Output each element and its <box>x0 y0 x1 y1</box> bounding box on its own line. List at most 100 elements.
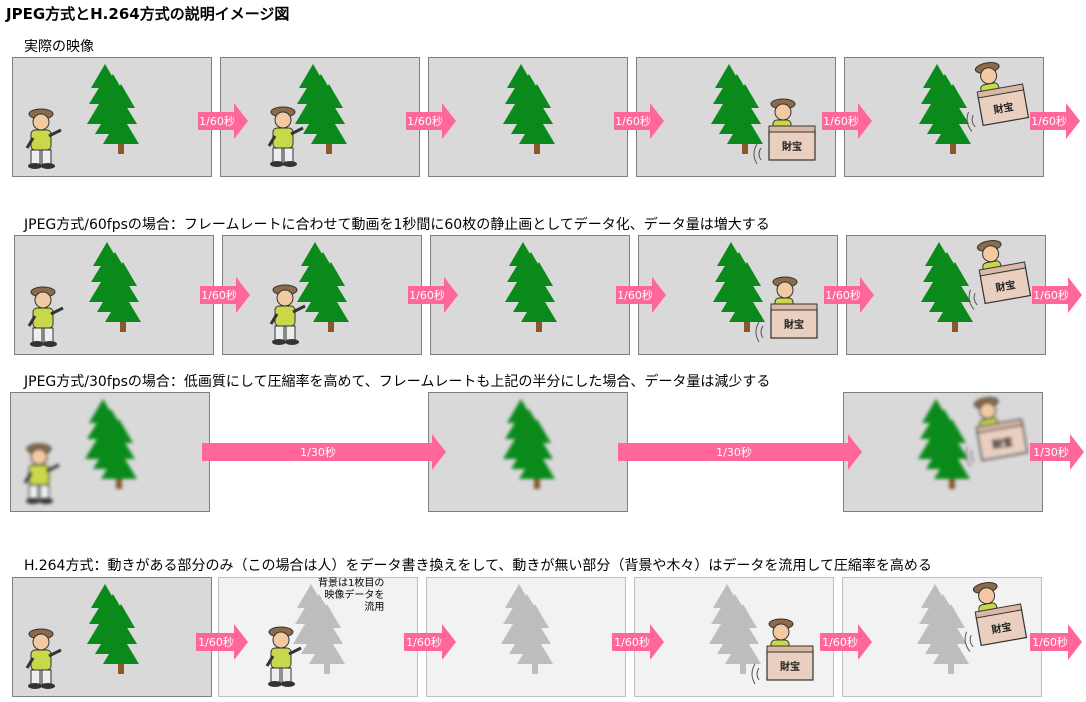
treasure-box: 財宝 <box>770 303 818 339</box>
jpeg60-arrow-5: 1/60秒 <box>1032 277 1082 313</box>
arrow-label: 1/60秒 <box>198 636 234 649</box>
arrow-label: 1/60秒 <box>614 636 650 649</box>
trees <box>918 399 970 489</box>
jpeg60-frame-2 <box>222 235 422 355</box>
person-carrying-box: 財宝 <box>755 276 818 343</box>
jpeg30-arrow-1: 1/30秒 <box>202 434 446 470</box>
jpeg30-arrow-3: 1/30秒 <box>1030 434 1084 470</box>
treasure-box-label: 財宝 <box>989 620 1012 636</box>
jpeg60-arrow-1: 1/60秒 <box>200 277 250 313</box>
treasure-box-label: 財宝 <box>783 318 804 331</box>
person-carrying-box: 財宝 <box>968 240 1032 310</box>
person-figure <box>25 628 62 689</box>
actual-arrow-5: 1/60秒 <box>1030 103 1080 139</box>
jpeg60-frame-4: 財宝 <box>638 235 838 355</box>
treasure-box-label: 財宝 <box>993 278 1016 294</box>
arrow-label: 1/60秒 <box>1033 289 1069 302</box>
actual-frame-2 <box>220 57 420 177</box>
person-carrying-box: 財宝 <box>966 62 1030 132</box>
person-figure <box>27 286 64 347</box>
jpeg30-frame-3: 財宝 <box>843 392 1043 512</box>
h264-frame-1 <box>12 577 212 697</box>
jpeg60-arrow-3: 1/60秒 <box>616 277 666 313</box>
h264-arrow-4: 1/60秒 <box>820 624 872 660</box>
row-caption-actual: 実際の映像 <box>24 39 94 55</box>
person-figure <box>267 106 304 167</box>
treasure-box-label: 財宝 <box>991 100 1014 116</box>
trees <box>87 584 139 674</box>
arrow-label: 1/30秒 <box>300 446 336 459</box>
arrow-label: 1/60秒 <box>199 115 235 128</box>
row-caption-jpeg30: JPEG方式/30fpsの場合：低画質にして圧縮率を高めて、フレームレートも上記… <box>24 374 771 390</box>
trees <box>501 584 553 674</box>
actual-frame-5: 財宝 <box>844 57 1044 177</box>
person-figure <box>265 626 302 687</box>
person-figure <box>23 443 60 504</box>
actual-frame-4: 財宝 <box>636 57 836 177</box>
jpeg30-frame-2 <box>428 392 628 512</box>
jpeg60-frame-5: 財宝 <box>846 235 1046 355</box>
actual-arrow-4: 1/60秒 <box>822 103 872 139</box>
jpeg60-arrow-4: 1/60秒 <box>824 277 874 313</box>
treasure-box: 財宝 <box>978 261 1032 305</box>
arrow-label: 1/60秒 <box>1031 115 1067 128</box>
jpeg60-frame-3 <box>430 235 630 355</box>
actual-arrow-3: 1/60秒 <box>614 103 664 139</box>
arrow-label: 1/60秒 <box>615 115 651 128</box>
treasure-box: 財宝 <box>974 603 1028 647</box>
treasure-box: 財宝 <box>768 125 816 161</box>
arrow-label: 1/60秒 <box>407 115 443 128</box>
h264-arrow-3: 1/60秒 <box>612 624 664 660</box>
person-carrying-box: 財宝 <box>964 582 1028 652</box>
arrow-label: 1/60秒 <box>201 289 237 302</box>
arrow-label: 1/60秒 <box>617 289 653 302</box>
actual-frame-3 <box>428 57 628 177</box>
trees <box>709 584 761 674</box>
h264-frame-2 <box>218 577 418 697</box>
arrow-label: 1/60秒 <box>822 636 858 649</box>
person-figure <box>25 108 62 169</box>
trees <box>921 242 973 332</box>
row-caption-jpeg60: JPEG方式/60fpsの場合：フレームレートに合わせて動画を1秒間に60枚の静… <box>24 217 770 233</box>
jpeg30-arrow-2: 1/30秒 <box>618 434 862 470</box>
trees <box>711 64 763 154</box>
trees <box>503 64 555 154</box>
background-reuse-note: 背景は1枚目の 映像データを 流用 <box>318 578 385 613</box>
trees <box>505 242 557 332</box>
treasure-box: 財宝 <box>976 83 1030 127</box>
treasure-box-label: 財宝 <box>781 140 802 153</box>
actual-arrow-1: 1/60秒 <box>198 103 248 139</box>
treasure-box: 財宝 <box>975 418 1029 462</box>
row-caption-h264: H.264方式：動きがある部分のみ（この場合は人）をデータ書き換えをして、動きが… <box>24 558 932 574</box>
trees <box>293 584 345 674</box>
trees <box>89 242 141 332</box>
jpeg60-arrow-2: 1/60秒 <box>408 277 458 313</box>
treasure-box: 財宝 <box>766 645 814 681</box>
jpeg30-frame-1 <box>10 392 210 512</box>
actual-frame-1 <box>12 57 212 177</box>
trees <box>919 64 971 154</box>
h264-arrow-2: 1/60秒 <box>404 624 456 660</box>
h264-arrow-5: 1/60秒 <box>1030 624 1082 660</box>
arrow-label: 1/30秒 <box>1033 446 1069 459</box>
trees <box>713 242 765 332</box>
h264-frame-4: 財宝 <box>634 577 834 697</box>
h264-arrow-1: 1/60秒 <box>196 624 248 660</box>
arrow-label: 1/60秒 <box>1032 636 1068 649</box>
trees <box>295 64 347 154</box>
arrow-label: 1/60秒 <box>406 636 442 649</box>
h264-frame-3 <box>426 577 626 697</box>
person-carrying-box: 財宝 <box>753 98 816 165</box>
trees <box>85 399 137 489</box>
jpeg60-frame-1 <box>14 235 214 355</box>
person-carrying-box: 財宝 <box>965 397 1029 467</box>
trees <box>87 64 139 154</box>
h264-frame-5: 財宝 <box>842 577 1042 697</box>
arrow-label: 1/30秒 <box>716 446 752 459</box>
arrow-label: 1/60秒 <box>825 289 861 302</box>
page-title: JPEG方式とH.264方式の説明イメージ図 <box>6 5 290 23</box>
treasure-box-label: 財宝 <box>779 660 800 673</box>
trees <box>917 584 969 674</box>
arrow-label: 1/60秒 <box>823 115 859 128</box>
arrow-label: 1/60秒 <box>409 289 445 302</box>
